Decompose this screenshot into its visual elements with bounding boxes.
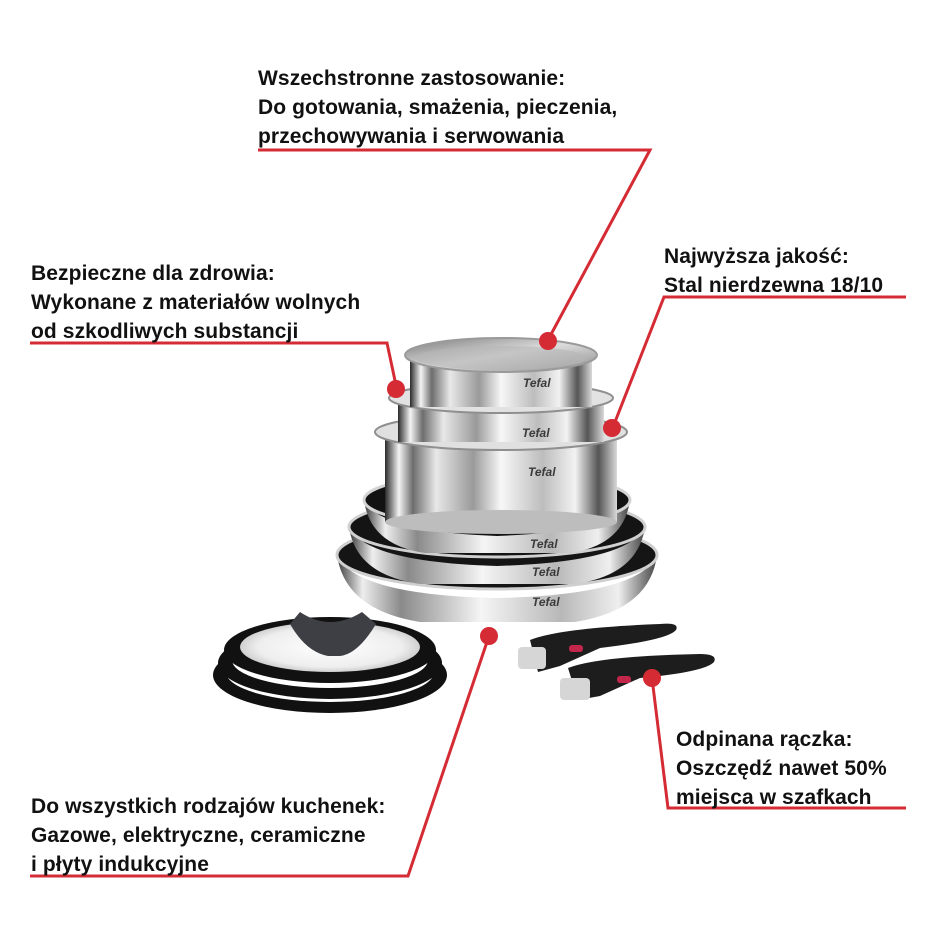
callout-title: Wszechstronne zastosowanie: (258, 67, 566, 90)
glass-lids (213, 612, 447, 713)
tefal-logo: Tefal (523, 376, 551, 390)
brand-logos: Tefal Tefal Tefal Tefal Tefal Tefal (522, 376, 560, 609)
dot-bottom (480, 627, 498, 645)
callout-health-safe: Bezpieczne dla zdrowia: Wykonane z mater… (31, 259, 360, 346)
detachable-handles (518, 623, 715, 700)
callout-text: Wykonane z materiałów wolnych (31, 291, 361, 314)
tefal-logo: Tefal (528, 465, 556, 479)
callout-quality: Najwyższa jakość: Stal nierdzewna 18/10 (664, 242, 883, 300)
connector-lines (30, 148, 906, 878)
dot-handle (643, 669, 661, 687)
dot-right (603, 419, 621, 437)
connector-handle (650, 677, 906, 810)
saucepan-small (404, 337, 598, 407)
callout-text: od szkodliwych substancji (31, 320, 299, 343)
callout-dots (387, 332, 661, 687)
connector-bottom (30, 635, 491, 878)
dot-top (539, 332, 557, 350)
callout-text: Do gotowania, smażenia, pieczenia, (258, 96, 618, 119)
callout-title: Do wszystkich rodzajów kuchenek: (31, 795, 386, 818)
callout-title: Bezpieczne dla zdrowia: (31, 262, 275, 285)
connector-right (611, 295, 906, 428)
callout-text: przechowywania i serwowania (258, 125, 565, 148)
callout-title: Odpinana rączka: (676, 728, 853, 751)
tefal-logo: Tefal (522, 426, 550, 440)
connector-top (258, 148, 653, 341)
callout-text: Oszczędź nawet 50% (676, 757, 887, 780)
tefal-logo: Tefal (532, 595, 560, 609)
callout-text: Stal nierdzewna 18/10 (664, 274, 884, 297)
callout-title: Najwyższa jakość: (664, 245, 849, 268)
callout-text: miejsca w szafkach (676, 786, 872, 809)
tefal-logo: Tefal (530, 537, 558, 551)
dot-left (387, 380, 405, 398)
tefal-logo: Tefal (532, 565, 560, 579)
callout-all-cooktops: Do wszystkich rodzajów kuchenek: Gazowe,… (31, 792, 385, 879)
callout-text: i płyty indukcyjne (31, 853, 210, 876)
callout-text: Gazowe, elektryczne, ceramiczne (31, 824, 366, 847)
callout-detachable-handle: Odpinana rączka: Oszczędź nawet 50% miej… (676, 725, 887, 812)
lid-knob (290, 612, 376, 656)
connector-left (30, 341, 399, 391)
callout-versatile-use: Wszechstronne zastosowanie: Do gotowania… (258, 64, 617, 151)
